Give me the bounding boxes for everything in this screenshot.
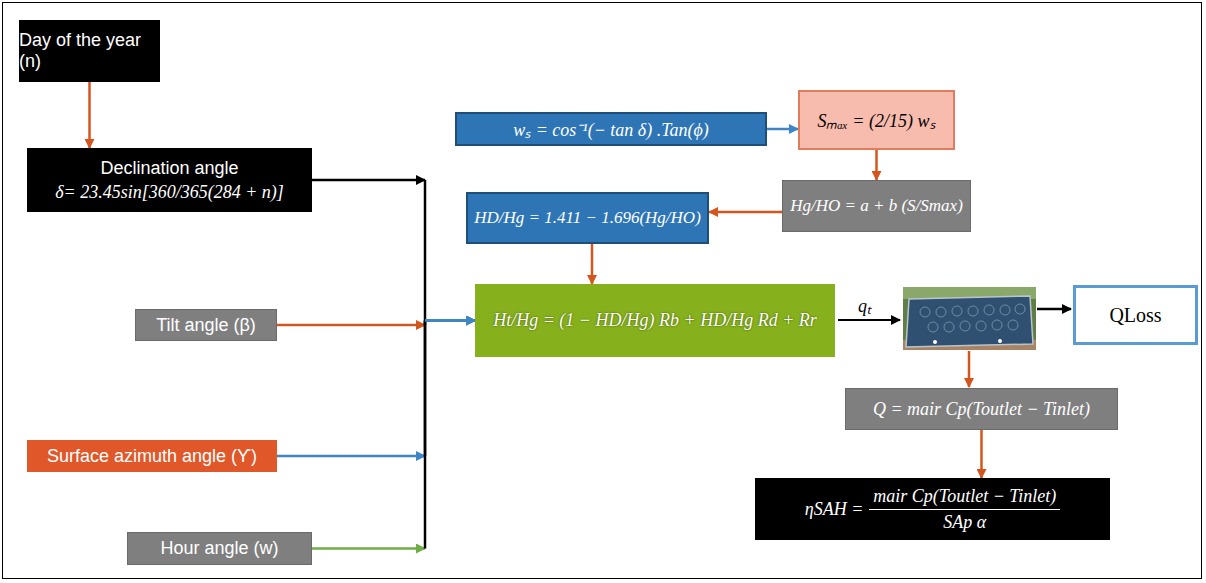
node-text: Q = mair Cp(Toutlet − Tinlet)	[873, 399, 1090, 420]
connector	[767, 129, 798, 130]
input-box: Tilt angle (β)	[135, 309, 277, 341]
node-text: Ht/Hg = (1 − HD/Hg) Rb + HD/Hg Rd + Rr	[493, 310, 817, 331]
formula-box: Q = mair Cp(Toutlet − Tinlet)	[845, 388, 1118, 430]
collector-photo	[903, 287, 1036, 350]
connector	[277, 321, 475, 326]
connector-segment	[425, 319, 475, 322]
node-text: mair Cp(Toutlet − Tinlet)	[869, 486, 1060, 510]
node-text: Surface azimuth angle (ϒ)	[47, 446, 257, 467]
flow-label: qₜ	[856, 293, 873, 317]
input-box: Surface azimuth angle (ϒ)	[27, 440, 277, 472]
loss-arrow	[1037, 308, 1071, 311]
node-text: wₛ = cos⁻¹(− tan δ) .Tan(ϕ)	[513, 117, 709, 141]
formula-box: Declination angle δ= 23.45sin[360/365(284…	[27, 148, 312, 212]
node-text: Declination angle	[55, 158, 284, 179]
input-box: Day of the year (n)	[19, 20, 160, 82]
connector-segment	[88, 82, 91, 148]
connector-segment	[277, 324, 425, 327]
formula-box: Ht/Hg = (1 − HD/Hg) Rb + HD/Hg Rd + Rr	[475, 284, 835, 357]
connector-segment	[277, 455, 425, 458]
connector-segment	[424, 321, 427, 549]
connector-segment	[424, 180, 427, 321]
connector	[592, 244, 593, 284]
node-text: ηSAH =	[805, 499, 864, 520]
connector-segment	[425, 319, 475, 322]
node-text: Day of the year (n)	[19, 30, 160, 72]
output-arrow	[968, 351, 971, 387]
node-text: Hour angle (w)	[160, 538, 278, 559]
connector	[709, 212, 782, 213]
connector-segment	[312, 547, 425, 550]
input-box: Hour angle (w)	[127, 532, 312, 565]
connector-segment	[312, 179, 425, 182]
node-text: HD/Hg = 1.411 − 1.696(Hg/HO)	[474, 208, 701, 228]
formula-box: wₛ = cos⁻¹(− tan δ) .Tan(ϕ)	[455, 112, 767, 146]
connector-segment	[591, 244, 594, 284]
node-text: Tilt angle (β)	[156, 315, 256, 336]
connector-segment	[767, 128, 798, 131]
node-text: Sₘₐₓ = (2/15) wₛ	[817, 108, 935, 132]
connector	[981, 430, 982, 478]
node-text: δ= 23.45sin[360/365(284 + n)]	[55, 182, 284, 203]
node-text: SAp α	[939, 510, 990, 533]
output-box: QLoss	[1073, 285, 1198, 345]
connector-segment	[875, 150, 878, 180]
heat-arrow	[838, 319, 900, 321]
connector-segment	[980, 430, 983, 478]
formula-box: HD/Hg = 1.411 − 1.696(Hg/HO)	[466, 192, 709, 244]
efficiency-box: ηSAH =mair Cp(Toutlet − Tinlet)SAp α	[755, 478, 1110, 540]
node-text: QLoss	[1109, 304, 1161, 327]
formula-box: Hg/HO = a + b (S/Smax)	[782, 180, 971, 232]
connector-segment	[425, 319, 475, 322]
connector	[876, 150, 877, 180]
connector	[277, 321, 475, 457]
connector	[89, 82, 90, 148]
connector	[312, 180, 475, 321]
node-text: Hg/HO = a + b (S/Smax)	[790, 196, 963, 216]
formula-box: Sₘₐₓ = (2/15) wₛ	[798, 90, 955, 150]
connector-segment	[425, 319, 475, 322]
connector-segment	[709, 211, 782, 214]
connector	[312, 321, 475, 549]
